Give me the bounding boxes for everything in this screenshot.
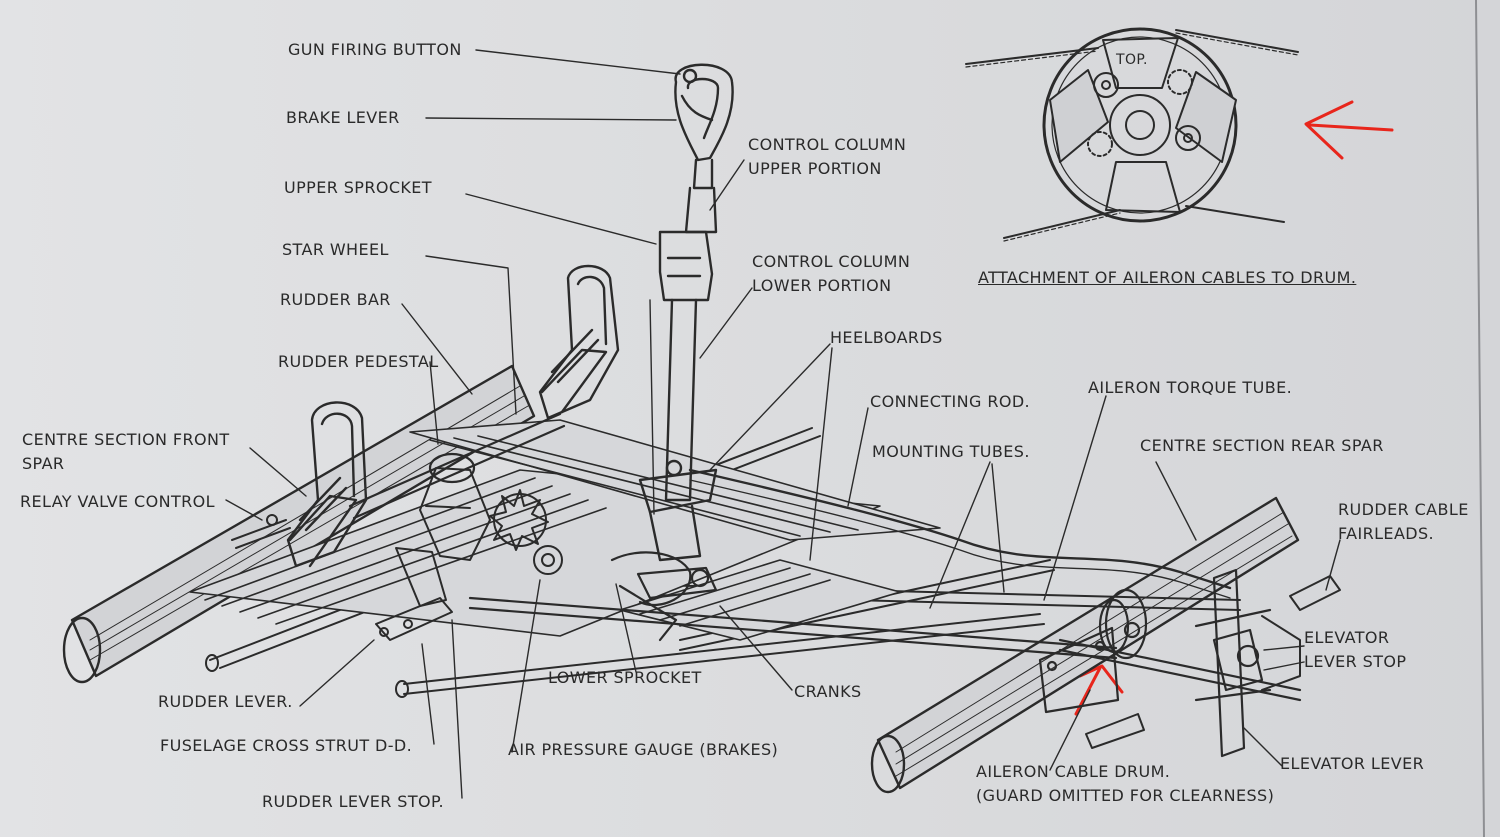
inset-cable-top-right bbox=[1175, 29, 1299, 53]
red-arrow-inset bbox=[1304, 100, 1394, 160]
leader-lines bbox=[225, 49, 1341, 799]
label-rudder-pedestal: RUDDER PEDESTAL bbox=[278, 352, 439, 371]
rudder-cable-fairleads bbox=[1085, 575, 1341, 749]
label-aileron-cable-drum: AILERON CABLE DRUM. (GUARD OMITTED FOR C… bbox=[976, 762, 1275, 805]
label-upper-sprocket: UPPER SPROCKET bbox=[284, 178, 432, 197]
cranks bbox=[618, 566, 718, 642]
inset-cable-bottom-right bbox=[1185, 205, 1285, 223]
lower-sprocket bbox=[610, 551, 692, 607]
label-control-column-lower: CONTROL COLUMN LOWER PORTION bbox=[752, 252, 911, 295]
inset-cable-top-left bbox=[965, 47, 1099, 65]
label-brake-lever: BRAKE LEVER bbox=[286, 108, 400, 127]
label-star-wheel: STAR WHEEL bbox=[282, 240, 389, 259]
label-relay-valve-control: RELAY VALVE CONTROL bbox=[20, 492, 215, 511]
label-connecting-rod: CONNECTING ROD. bbox=[870, 392, 1031, 411]
label-rudder-lever: RUDDER LEVER. bbox=[158, 692, 293, 711]
label-mounting-tubes: MOUNTING TUBES. bbox=[872, 442, 1030, 461]
label-rudder-cable-fairleads: RUDDER CABLE FAIRLEADS. bbox=[1338, 500, 1469, 543]
inset-caption: ATTACHMENT OF AILERON CABLES TO DRUM. bbox=[978, 268, 1357, 287]
drum-spoke-bottom bbox=[1105, 161, 1181, 213]
label-heelboards: HEELBOARDS bbox=[830, 328, 943, 347]
label-centre-section-front-spar: CENTRE SECTION FRONT SPAR bbox=[22, 430, 230, 473]
control-column bbox=[638, 63, 734, 562]
label-air-pressure-gauge: AIR PRESSURE GAUGE (BRAKES) bbox=[508, 740, 779, 759]
spade-grip bbox=[674, 63, 734, 162]
label-lower-sprocket: LOWER SPROCKET bbox=[548, 668, 702, 687]
relay-valve-control bbox=[231, 514, 291, 549]
rudder-pedal-left bbox=[286, 401, 368, 568]
drum-hub bbox=[1109, 94, 1171, 156]
label-cranks: CRANKS bbox=[794, 682, 862, 701]
rudder-lever bbox=[375, 547, 453, 641]
label-elevator-lever: ELEVATOR LEVER bbox=[1280, 754, 1425, 773]
label-aileron-torque-tube: AILERON TORQUE TUBE. bbox=[1088, 378, 1293, 397]
rudder-pedal-right bbox=[538, 264, 620, 420]
drum-spoke-right bbox=[1175, 71, 1237, 163]
label-drum-top: TOP. bbox=[1116, 52, 1148, 68]
label-centre-section-rear-spar: CENTRE SECTION REAR SPAR bbox=[1140, 436, 1384, 455]
label-control-column-upper: CONTROL COLUMN UPPER PORTION bbox=[748, 135, 907, 178]
inset-cable-bottom-left bbox=[1003, 209, 1121, 239]
aileron-cable-drum bbox=[1038, 588, 1148, 714]
star-wheel bbox=[489, 489, 549, 551]
label-fuselage-cross-strut: FUSELAGE CROSS STRUT D-D. bbox=[160, 736, 413, 755]
air-pressure-gauge bbox=[533, 545, 563, 575]
rudder-bar bbox=[348, 412, 566, 520]
rudder-pedestal bbox=[419, 467, 491, 561]
drum-spoke-left bbox=[1049, 69, 1109, 163]
connecting-rod bbox=[688, 468, 1232, 590]
drum-rim bbox=[1042, 27, 1238, 223]
label-rudder-bar: RUDDER BAR bbox=[280, 290, 391, 309]
elevator-lever-stop bbox=[1261, 615, 1301, 691]
label-elevator-lever-stop: ELEVATOR LEVER STOP bbox=[1304, 628, 1407, 671]
drum-spoke-top bbox=[1102, 37, 1179, 89]
label-rudder-lever-stop: RUDDER LEVER STOP. bbox=[262, 792, 445, 811]
label-gun-firing-button: GUN FIRING BUTTON bbox=[288, 40, 462, 59]
page-edge bbox=[1475, 0, 1485, 837]
aileron-drum-inset bbox=[965, 27, 1299, 242]
elevator-lever bbox=[1194, 568, 1272, 758]
